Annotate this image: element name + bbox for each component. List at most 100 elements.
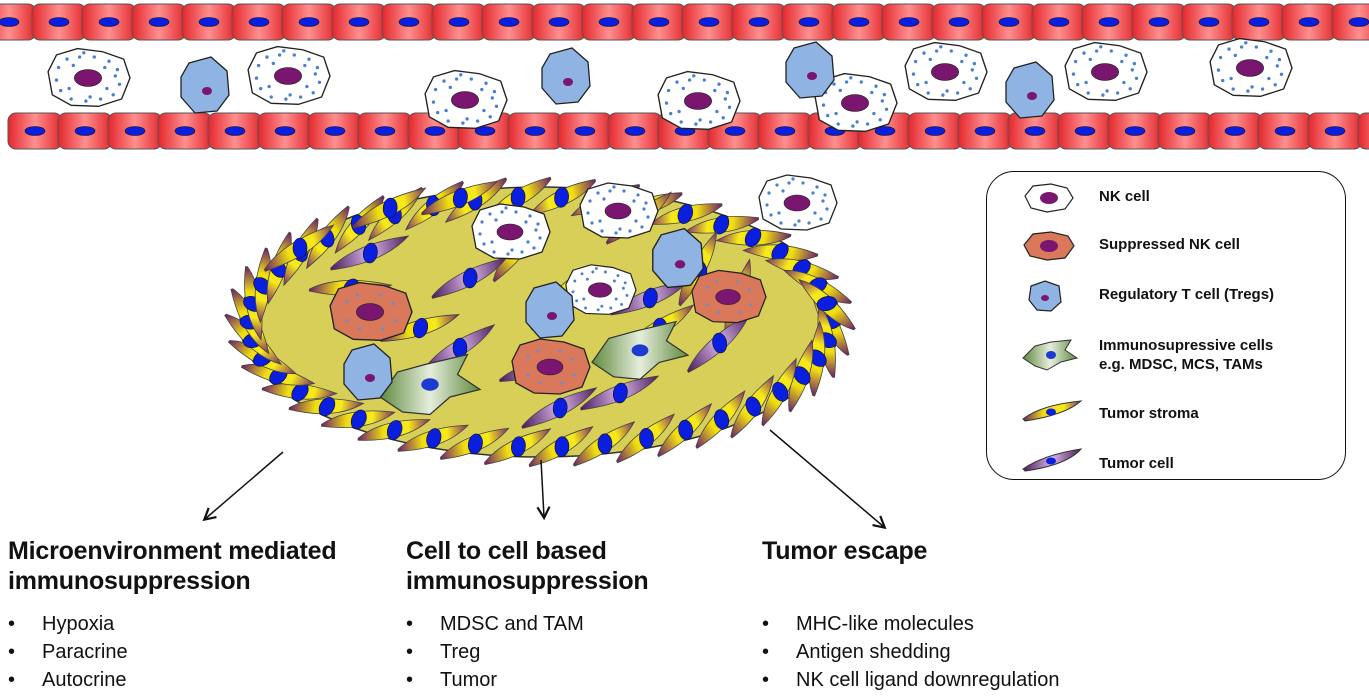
column-title-line1: Cell to cell based: [406, 537, 607, 565]
endothelial-cell: [481, 3, 537, 41]
endothelial-cell: [1031, 3, 1087, 41]
tumor-stroma-cell: [797, 279, 856, 331]
endothelial-cell: [831, 3, 887, 41]
endothelial-cell: [607, 112, 663, 150]
tumor-stroma-icon: [1022, 400, 1083, 422]
endothelial-cell: [31, 3, 87, 41]
nk-cell: [579, 182, 659, 239]
tumor-cell: [521, 387, 598, 429]
tumor-stroma-cell: [742, 242, 819, 262]
nk-cell: [565, 264, 637, 315]
tumor-stroma-cell: [357, 419, 431, 441]
endothelial-cell: [1157, 112, 1213, 150]
endothelial-cell: [1081, 3, 1137, 41]
endothelial-cell: [631, 3, 687, 41]
column-title-line1: Microenvironment mediated: [8, 537, 337, 565]
tumor-stroma-cell: [320, 409, 396, 430]
tumor-stroma-cell: [715, 227, 792, 247]
endothelial-cell: [881, 3, 937, 41]
list-item: •Hypoxia: [8, 613, 115, 635]
endothelial-cell: [331, 3, 387, 41]
endothelial-cell: [757, 112, 813, 150]
endothelial-cell: [957, 112, 1013, 150]
regulatory-t-cell: [541, 47, 591, 105]
endothelial-cell: [1007, 112, 1063, 150]
tumor-stroma-cell: [657, 402, 713, 458]
endothelial-cell: [57, 112, 113, 150]
nk-cell: [424, 69, 508, 130]
immunosuppressive-cell: [379, 353, 482, 416]
endothelial-cell: [907, 112, 963, 150]
legend-label-treg: Regulatory T cell (Tregs): [1099, 286, 1275, 303]
endothelial-cell: [181, 3, 237, 41]
column-title: Tumor escape: [762, 536, 927, 566]
nk-cell: [814, 72, 898, 133]
endothelial-cell: [1357, 112, 1369, 150]
tumor-stroma-cell: [421, 180, 499, 216]
tumor-stroma-cell: [264, 224, 335, 272]
endothelial-cell: [931, 3, 987, 41]
endothelial-cell: [231, 3, 287, 41]
suppressed-nk-cell: [691, 269, 767, 324]
endothelial-cell: [507, 112, 563, 150]
list-item: •MHC-like molecules: [762, 613, 974, 635]
regulatory-t-cell: [652, 227, 704, 289]
legend: NK cell Suppressed NK cell Regulatory T …: [986, 171, 1346, 480]
endothelial-cell: [307, 112, 363, 150]
tumor-cell: [580, 375, 660, 411]
legend-label-nk: NK cell: [1099, 188, 1150, 205]
tumor-stroma-cell: [761, 357, 797, 427]
nk-cell: [247, 45, 331, 106]
endothelial-cell: [1281, 3, 1337, 41]
endothelial-cell: [531, 3, 587, 41]
column-tumor-escape: Tumor escape •MHC-like molecules •Antige…: [762, 536, 1060, 691]
list-item: •NK cell ligand downregulation: [762, 669, 1060, 691]
column-title-line2: immunosuppression: [8, 567, 251, 595]
regulatory-t-cell: [785, 41, 835, 99]
endothelial-cell: [0, 3, 37, 41]
list-item: •Tumor: [406, 669, 498, 691]
tumor-cell: [610, 280, 690, 316]
column-title: Microenvironment mediated immunosuppress…: [8, 536, 337, 596]
legend-label-stroma: Tumor stroma: [1099, 405, 1199, 422]
tumor-cell: [423, 323, 496, 373]
endothelial-cell: [281, 3, 337, 41]
legend-label-immunosuppressive: Immunosupressive cells e.g. MDSC, MCS, T…: [1099, 336, 1273, 374]
legend-label-tumor: Tumor cell: [1099, 455, 1174, 472]
tumor-stroma-cell: [649, 203, 723, 225]
nk-cell: [1209, 37, 1293, 98]
arrow-microenvironment: [205, 451, 284, 519]
endothelial-cell: [207, 112, 263, 150]
column-title-line1: Tumor escape: [762, 537, 928, 565]
endothelial-cell: [681, 3, 737, 41]
endothelial-cell: [781, 3, 837, 41]
tumor-stroma-cell: [528, 426, 594, 468]
endothelial-cell: [1307, 112, 1363, 150]
endothelial-cell: [1107, 112, 1163, 150]
tumor-mass: [224, 174, 856, 468]
endothelial-cell: [1257, 112, 1313, 150]
list-item: •MDSC and TAM: [406, 613, 584, 635]
tumor-stroma-cell: [573, 421, 636, 467]
tumor-stroma-cell: [616, 413, 675, 464]
escape-arrows: [205, 429, 884, 527]
list-item: •Paracrine: [8, 641, 128, 663]
nk-cell: [657, 70, 741, 131]
immunosuppressive-cell-icon: [1022, 339, 1079, 371]
column-cell-to-cell: Cell to cell based immunosuppression •MD…: [406, 536, 649, 691]
endothelial-cell: [731, 3, 787, 41]
endothelial-cell: [257, 112, 313, 150]
suppressed-nk-cell: [511, 338, 591, 395]
column-title: Cell to cell based immunosuppression: [406, 536, 649, 596]
regulatory-t-cell: [525, 281, 575, 339]
tumor-stroma-cell: [730, 374, 774, 439]
endothelial-cell: [381, 3, 437, 41]
endothelial-cell: [1207, 112, 1263, 150]
arrow-cell-to-cell: [541, 459, 544, 517]
regulatory-t-cell: [180, 56, 230, 114]
tumor-stroma-cell: [695, 390, 746, 449]
nk-cell: [904, 41, 988, 102]
tumor-stroma-cell: [484, 428, 552, 466]
endothelial-cell: [557, 112, 613, 150]
tumor-stroma-cell: [397, 424, 470, 452]
